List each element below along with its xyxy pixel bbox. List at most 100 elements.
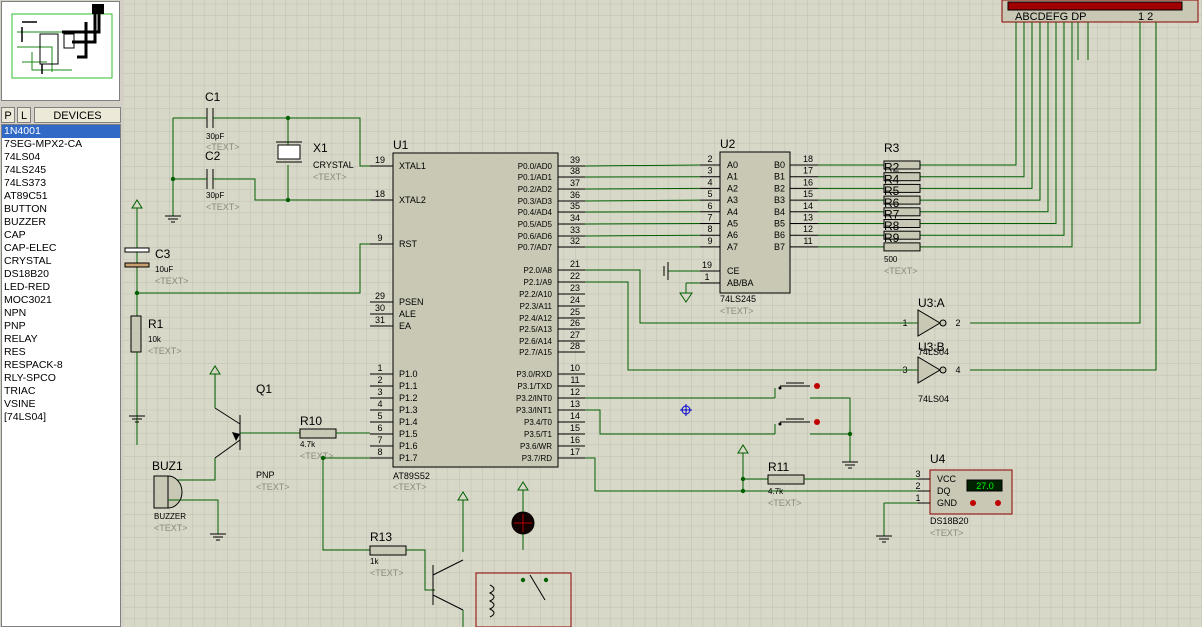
text-placeholder: <TEXT> <box>155 276 189 286</box>
p1-7-wire <box>322 457 370 551</box>
power-terminal-icon <box>517 481 529 491</box>
u1-pin-number: 38 <box>570 166 580 176</box>
u4-pin-name: VCC <box>937 474 957 484</box>
u1-pin-number: 15 <box>570 423 580 433</box>
device-item[interactable]: 7SEG-MPX2-CA <box>4 138 83 150</box>
pick-devices-button[interactable]: P <box>1 107 15 123</box>
u1-pin-name: P3.7/RD <box>522 454 552 463</box>
u2-ref: U2 <box>720 137 736 151</box>
segment-wire <box>920 22 1033 189</box>
u1-pin-name: P1.5 <box>399 429 418 439</box>
u3a-ref: U3:A <box>918 296 945 310</box>
device-item[interactable]: [74LS04] <box>4 411 47 423</box>
device-item[interactable]: NPN <box>4 307 27 319</box>
c1-value: 30pF <box>206 132 224 141</box>
device-item[interactable]: PNP <box>4 320 26 332</box>
inverter-bubble <box>939 319 947 327</box>
device-item[interactable]: 1N4001 <box>2 125 120 138</box>
button-pin-icon <box>814 419 820 425</box>
text-placeholder: <TEXT> <box>256 482 290 492</box>
device-item[interactable]: BUZZER <box>4 216 46 228</box>
u1-body <box>392 152 559 468</box>
resistor-ref: R5 <box>884 184 900 198</box>
u2-pin-name: B5 <box>774 219 785 229</box>
r11-ref: R11 <box>768 460 789 474</box>
digit1-wire <box>970 22 1141 324</box>
junction-dot <box>170 176 176 182</box>
u4-lcd <box>966 479 1003 492</box>
junction-dot <box>520 577 526 583</box>
r1-value: 10k <box>148 335 162 344</box>
resistor-ref: R6 <box>884 196 900 210</box>
resistor-ref: R4 <box>884 172 900 186</box>
device-item[interactable]: VSINE <box>4 398 36 410</box>
u1-pin-name: P2.3/A11 <box>520 302 553 311</box>
device-item[interactable]: AT89C51 <box>4 190 48 202</box>
device-item[interactable]: CAP <box>4 229 26 241</box>
q1-arrow-icon <box>232 432 240 441</box>
respack-resistor <box>883 172 921 182</box>
u1-pin-number: 2 <box>377 375 382 385</box>
overview-preview[interactable] <box>1 1 120 101</box>
wire <box>213 178 378 201</box>
device-item[interactable]: RELAY <box>4 333 38 345</box>
device-item[interactable]: DS18B20 <box>4 268 49 280</box>
u2-pin-name: CE <box>727 266 740 276</box>
u1-pin-number: 16 <box>570 435 580 445</box>
u2-pin-name: A7 <box>727 242 738 252</box>
p0-bus-wire <box>584 234 701 237</box>
buz1-ref: BUZ1 <box>152 459 183 473</box>
device-item[interactable]: 74LS373 <box>4 177 47 189</box>
device-item[interactable]: 74LS245 <box>4 164 47 176</box>
u1-pin-name: ALE <box>399 309 416 319</box>
u2-pin-number: 8 <box>707 224 712 234</box>
u1-pin-number: 22 <box>570 271 580 281</box>
u1-pin-number: 8 <box>377 447 382 457</box>
u1-pin-number: 33 <box>570 225 580 235</box>
u3a-out-pin: 2 <box>955 318 960 328</box>
device-item[interactable]: 74LS04 <box>4 151 41 163</box>
u2-body <box>719 151 791 294</box>
buzzer-icon <box>167 475 183 509</box>
device-item[interactable]: RES <box>4 346 26 358</box>
library-button[interactable]: L <box>17 107 31 123</box>
u4-reading: 27.0 <box>976 481 994 491</box>
u4-pin-number: 2 <box>915 481 920 491</box>
resistor-ref: R8 <box>884 219 900 233</box>
u1-pin-name: P3.1/TXD <box>517 382 552 391</box>
u1-pin-name: P1.2 <box>399 393 418 403</box>
respack-resistor <box>883 195 921 205</box>
device-item[interactable]: MOC3021 <box>4 294 52 306</box>
x1-value: CRYSTAL <box>313 160 354 170</box>
segment-wire <box>920 22 1025 178</box>
p0-bus-wire <box>584 199 701 202</box>
u2-pin-name: A1 <box>727 172 738 182</box>
u4-pin-number: 1 <box>915 493 920 503</box>
device-item[interactable]: CRYSTAL <box>4 255 52 267</box>
u1-pin-number: 35 <box>570 201 580 211</box>
p3-7-wire <box>585 457 918 492</box>
device-item[interactable]: RESPACK-8 <box>4 359 63 371</box>
resistor-ref: R9 <box>884 231 900 245</box>
device-item[interactable]: BUTTON <box>4 203 47 215</box>
u2-pin-name: A0 <box>727 160 738 170</box>
u1-pin-name: P0.1/AD1 <box>518 173 553 182</box>
device-item[interactable]: CAP-ELEC <box>4 242 57 254</box>
c3-ref: C3 <box>155 247 171 261</box>
device-item[interactable]: RLY-SPCO <box>4 372 56 384</box>
u4-pin-name: DQ <box>937 486 951 496</box>
device-item[interactable]: TRIAC <box>4 385 36 397</box>
u2-pin-number: 16 <box>803 177 813 187</box>
r10-body <box>299 428 337 439</box>
u1-pin-number: 24 <box>570 295 580 305</box>
button-pin-icon <box>814 383 820 389</box>
segment-wire <box>920 22 1049 213</box>
u1-pin-number: 31 <box>375 315 385 325</box>
device-item[interactable]: LED-RED <box>4 281 51 293</box>
resistor-ref: R2 <box>884 161 900 175</box>
r10-ref: R10 <box>300 414 322 428</box>
